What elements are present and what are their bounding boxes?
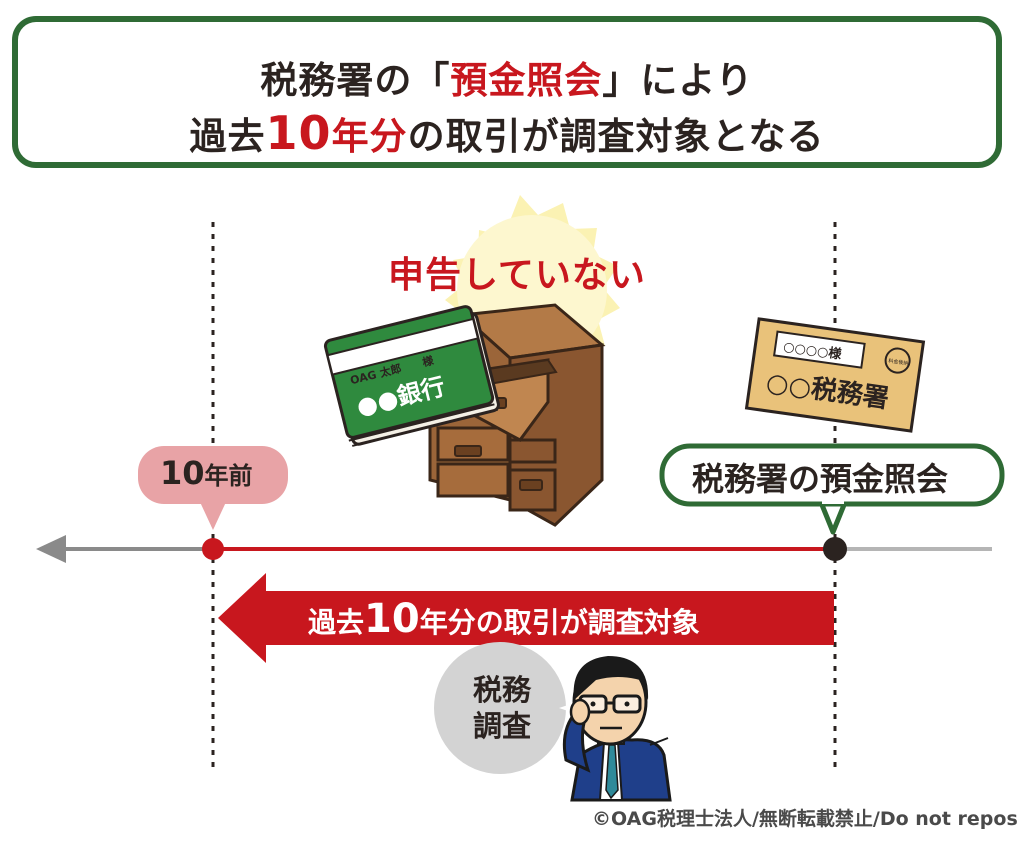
title-box: 税務署の「預金照会」により 過去10年分の取引が調査対象となる (12, 16, 1002, 168)
timeline-arrowhead (36, 535, 66, 563)
title-line-2: 過去10年分の取引が調査対象となる (18, 106, 996, 160)
audit-circle (434, 642, 566, 774)
audit-period-prefix: 過去 (308, 606, 365, 639)
audit-period-arrow (218, 573, 834, 663)
tax-inspector-illustration (562, 656, 672, 802)
inquiry-point (823, 537, 847, 561)
audit-period-text: 年分の取引が調査対象 (419, 606, 700, 639)
bankbook-icon (323, 305, 500, 447)
envelope-icon (744, 317, 926, 433)
title-text: 過去 (189, 115, 266, 158)
timeline (36, 535, 992, 563)
title-text: 」により (602, 59, 754, 102)
undeclared-label: 申告していない (388, 255, 646, 296)
ten-years-ago-text: 年前 (204, 462, 253, 490)
title-number: 10 (265, 106, 332, 160)
title-text: となる (711, 115, 825, 158)
title-text: の (407, 115, 446, 158)
title-line-1: 税務署の「預金照会」により (18, 50, 996, 104)
tax-audit-line-2: 調査 (472, 709, 531, 743)
title-text: 調査対象 (559, 115, 712, 158)
title-highlight: 預金照会 (450, 59, 603, 102)
audit-period-label: 過去10年分の取引が調査対象 (308, 596, 700, 642)
tax-audit-line-1: 税務 (472, 673, 531, 707)
audit-period-number: 10 (364, 596, 420, 642)
ten-years-ago-number: 10 (160, 454, 205, 492)
ten-years-ago-label: 10年前 (160, 454, 253, 492)
ten-years-ago-point (202, 538, 224, 560)
deposit-inquiry-bubble (659, 443, 1005, 535)
title-text: 税務署の「 (260, 59, 451, 102)
title-text: 取引 (445, 115, 522, 158)
deposit-inquiry-label: 税務署の預金照会 (692, 460, 949, 498)
tax-audit-label: 税務 調査 (452, 672, 552, 744)
title-highlight: 年分 (331, 115, 408, 158)
copyright-notice: ©OAG税理士法人/無断転載禁止/Do not repost. (592, 808, 1017, 830)
ten-years-ago-bubble (138, 446, 288, 530)
title-text: が (521, 115, 560, 158)
envelope-stamp: 料金後納 (888, 357, 909, 367)
